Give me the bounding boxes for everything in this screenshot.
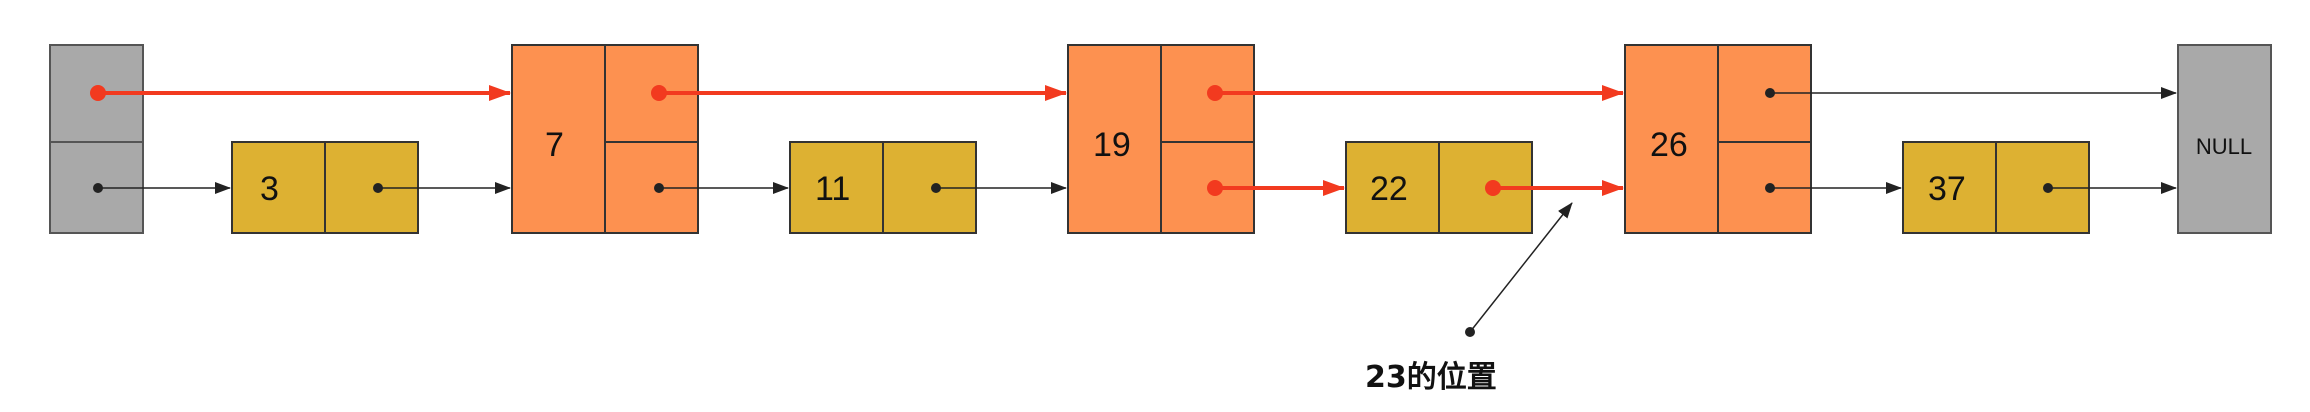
pointer-dot	[373, 183, 383, 193]
pointer-dot	[1765, 183, 1775, 193]
node-value: 11	[815, 170, 850, 208]
node-value: 19	[1093, 126, 1131, 164]
pointer-dot	[931, 183, 941, 193]
node-value: 22	[1370, 170, 1408, 208]
annotation-label: 23的位置	[1365, 360, 1497, 395]
node-7: 7	[511, 44, 699, 234]
pointer-dot	[1207, 180, 1223, 196]
node-26: 26	[1624, 44, 1812, 234]
null-label: NULL	[2196, 134, 2252, 159]
pointer-dot	[654, 183, 664, 193]
head-node	[49, 44, 144, 234]
annotation-arrow	[1469, 202, 1573, 333]
node-value: 3	[260, 170, 279, 208]
node-value: 37	[1928, 170, 1966, 208]
node-19: 19	[1067, 44, 1255, 234]
pointer-dot	[93, 183, 103, 193]
pointer-dot	[1207, 85, 1223, 101]
node-value: 26	[1650, 126, 1688, 164]
pointer-dot	[90, 85, 106, 101]
annotation-dot	[1465, 327, 1475, 337]
node-37: 37	[1902, 141, 2090, 234]
null-node: NULL	[2177, 44, 2272, 234]
pointer-dot	[2043, 183, 2053, 193]
pointer-dot	[651, 85, 667, 101]
node-value: 7	[545, 126, 564, 164]
pointer-dot	[1765, 88, 1775, 98]
pointer-dot	[1485, 180, 1501, 196]
